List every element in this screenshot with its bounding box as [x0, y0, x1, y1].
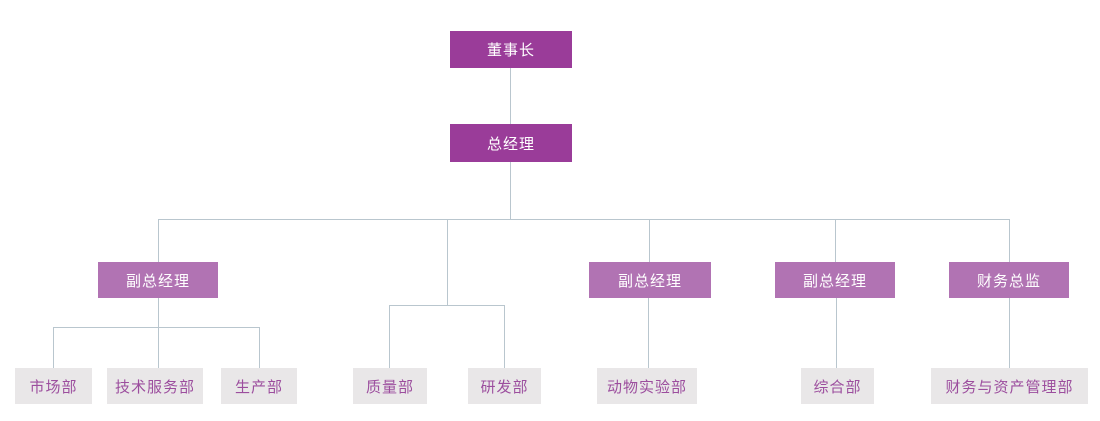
- node-production-dept: 生产部: [221, 368, 297, 404]
- connector-drop-branch-2: [447, 219, 448, 305]
- node-production-dept-label: 生产部: [234, 377, 283, 396]
- node-vice-general-manager-3-label: 副总经理: [802, 271, 867, 290]
- node-rnd-dept-label: 研发部: [480, 377, 529, 396]
- connector-split-2-horizontal: [389, 305, 504, 306]
- node-animal-lab-dept-label: 动物实验部: [606, 377, 687, 396]
- connector-vice-gm-2-animal-lab: [648, 298, 649, 368]
- node-technical-service-dept-label: 技术服务部: [114, 377, 195, 396]
- connector-vice-gm-1-trunk: [158, 298, 159, 368]
- node-vice-general-manager-3: 副总经理: [775, 262, 895, 298]
- connector-vice-gm-3-general-affairs: [836, 298, 837, 368]
- node-general-affairs-dept: 综合部: [801, 368, 874, 404]
- connector-main-horizontal: [158, 219, 1010, 220]
- node-technical-service-dept: 技术服务部: [107, 368, 203, 404]
- node-vice-general-manager-2: 副总经理: [589, 262, 711, 298]
- connector-split-1-marketing: [53, 327, 54, 368]
- connector-gm-trunk: [510, 162, 511, 219]
- node-finance-asset-management-dept: 财务与资产管理部: [931, 368, 1088, 404]
- node-quality-dept: 质量部: [353, 368, 427, 404]
- connector-chairman-gm: [510, 68, 511, 124]
- node-marketing-dept: 市场部: [15, 368, 92, 404]
- connector-drop-vice-gm-3: [835, 219, 836, 262]
- node-vice-general-manager-1: 副总经理: [98, 262, 218, 298]
- connector-split-1-production: [259, 327, 260, 368]
- node-chairman-label: 董事长: [486, 41, 535, 59]
- connector-split-2-rnd: [504, 305, 505, 368]
- connector-split-1-horizontal: [53, 327, 259, 328]
- node-general-affairs-dept-label: 综合部: [813, 377, 862, 396]
- connector-drop-vice-gm-1: [158, 219, 159, 262]
- node-finance-asset-management-dept-label: 财务与资产管理部: [945, 377, 1074, 396]
- connector-finance-director-dept: [1009, 298, 1010, 368]
- node-finance-director: 财务总监: [949, 262, 1069, 298]
- node-vice-general-manager-1-label: 副总经理: [125, 271, 190, 290]
- node-vice-general-manager-2-label: 副总经理: [617, 271, 682, 290]
- connector-drop-finance-director: [1009, 219, 1010, 262]
- connector-drop-vice-gm-2: [649, 219, 650, 262]
- node-marketing-dept-label: 市场部: [29, 377, 78, 396]
- node-general-manager-label: 总经理: [486, 134, 535, 153]
- connector-split-2-quality: [389, 305, 390, 368]
- node-animal-lab-dept: 动物实验部: [597, 368, 697, 404]
- node-rnd-dept: 研发部: [468, 368, 541, 404]
- node-quality-dept-label: 质量部: [365, 377, 414, 396]
- node-chairman: 董事长: [450, 31, 572, 68]
- node-general-manager: 总经理: [450, 124, 572, 162]
- node-finance-director-label: 财务总监: [976, 271, 1041, 290]
